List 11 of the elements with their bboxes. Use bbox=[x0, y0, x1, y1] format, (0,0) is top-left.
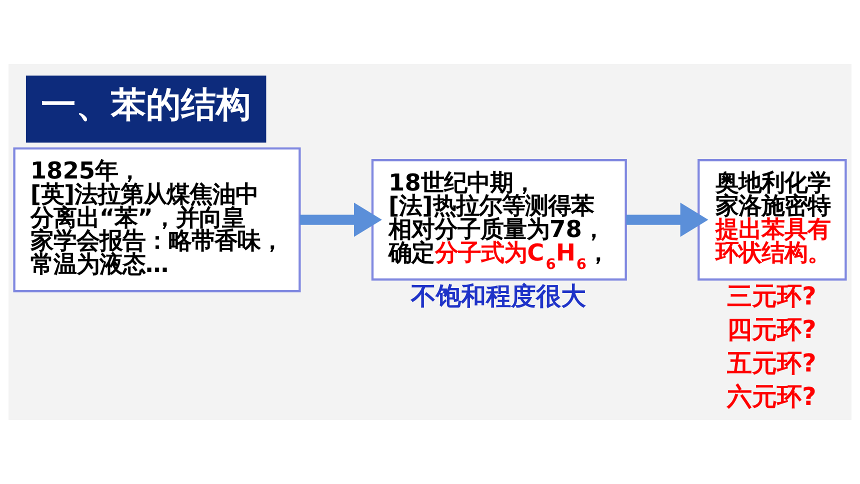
node-box: 1825年， [英]法拉第从煤焦油中分离出“苯”，并向皇家学会报告：略带香味，常温为液态… bbox=[13, 147, 301, 292]
node-label: 六元环? bbox=[727, 382, 816, 411]
node-box: 18世纪中期， [法]热拉尔等测得苯相对分子质量为78，确定分子式为C$_{6}$H$_{6}$， bbox=[371, 159, 627, 281]
node-label: 五元环? bbox=[727, 348, 816, 378]
node-label: 三元环? bbox=[727, 281, 816, 310]
node-box: 奥地利化学家洛施密特提出苯具有环状结构。 bbox=[698, 159, 847, 281]
arrow bbox=[626, 202, 708, 237]
diagram-title: 一、苯的结构 bbox=[41, 86, 252, 126]
arrow bbox=[300, 202, 382, 237]
node-label: 四元环? bbox=[727, 314, 816, 344]
node-label: 不饱和程度很大 bbox=[411, 281, 586, 310]
